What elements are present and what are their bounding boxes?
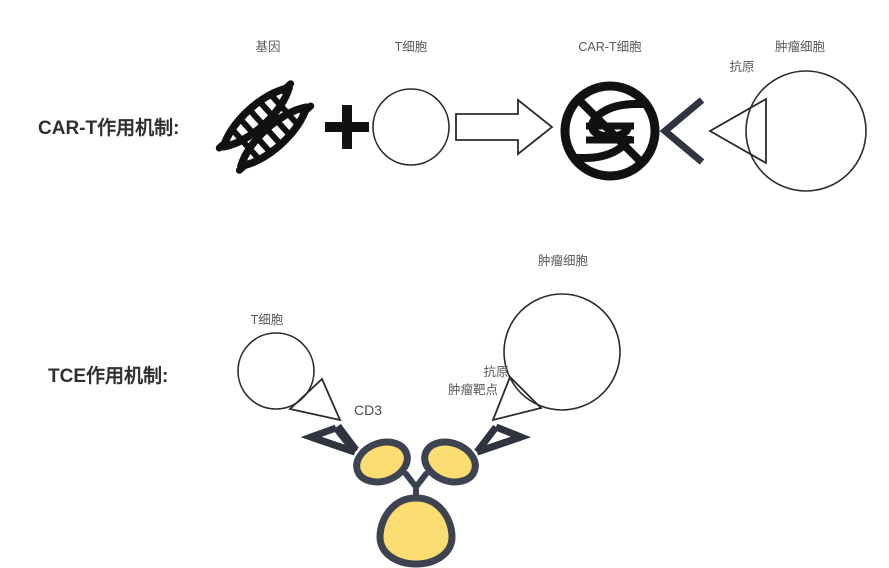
cd3-triangle-icon xyxy=(288,377,342,422)
t-cell-circle-row2 xyxy=(237,332,315,410)
tumor-cell-circle-row1 xyxy=(745,70,867,192)
antibody-left-arm xyxy=(353,438,411,486)
label-car-t-cell: CAR-T细胞 xyxy=(578,40,642,54)
label-t-cell-row2: T细胞 xyxy=(251,313,284,327)
label-tumor-target: 肿瘤靶点 xyxy=(448,382,498,397)
label-antigen-row2: 抗原 xyxy=(483,364,508,379)
antibody-fc-region xyxy=(376,494,456,568)
label-gene: 基因 xyxy=(255,40,280,54)
label-cd3: CD3 xyxy=(354,402,382,418)
car-receptor-icon xyxy=(659,97,705,165)
antibody-y-icon xyxy=(353,438,479,568)
label-antigen-row1: 抗原 xyxy=(729,59,754,74)
label-tumor-cell-row2: 肿瘤细胞 xyxy=(538,253,589,268)
car-t-cell-icon xyxy=(560,81,660,181)
binding-arrow-left-icon xyxy=(300,423,359,456)
label-tumor-cell-row1: 肿瘤细胞 xyxy=(775,39,826,54)
antibody-right-arm xyxy=(421,438,479,486)
tumor-target-triangle-icon xyxy=(491,375,543,422)
label-t-cell-row1: T细胞 xyxy=(395,40,428,54)
dna-helix-icon xyxy=(215,80,315,174)
block-arrow-right-icon xyxy=(455,98,554,156)
plus-icon xyxy=(325,105,369,149)
car-t-row-title: CAR-T作用机制: xyxy=(38,116,179,139)
tumor-cell-circle-row2 xyxy=(503,293,621,411)
t-cell-circle-row1 xyxy=(372,88,450,166)
antigen-triangle-icon xyxy=(708,97,767,165)
tce-row-title: TCE作用机制: xyxy=(48,364,168,387)
binding-arrow-right-icon xyxy=(474,423,532,456)
